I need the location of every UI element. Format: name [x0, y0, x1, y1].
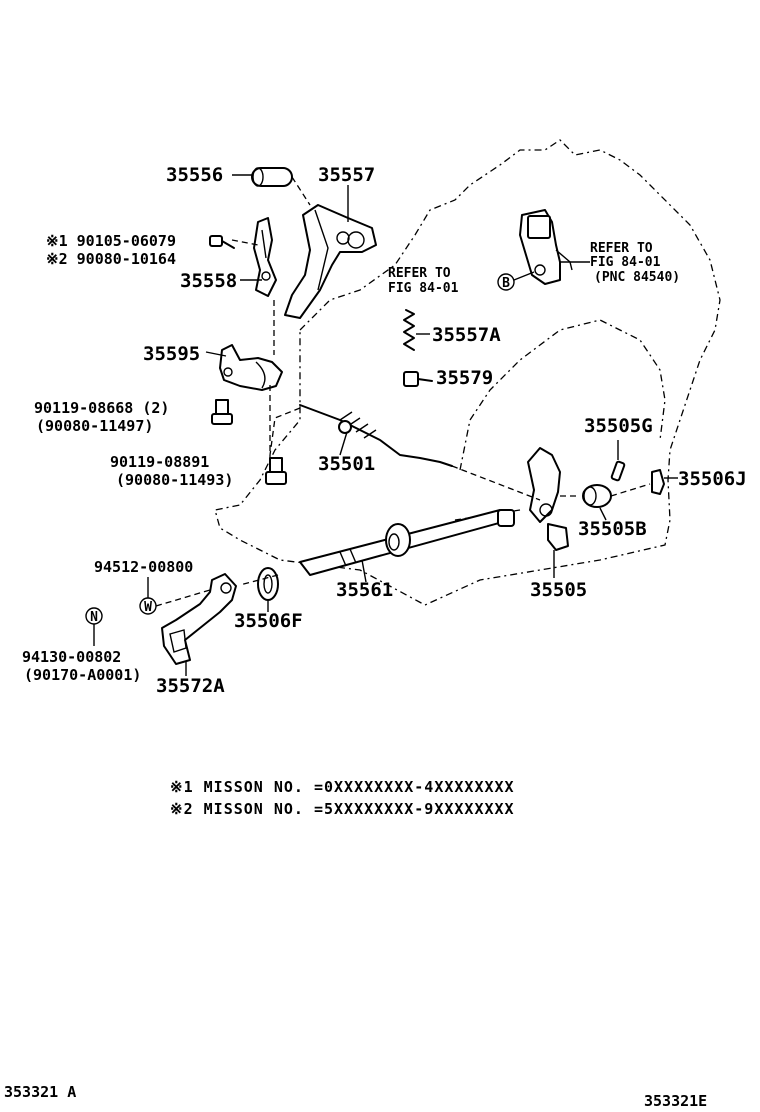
label-refer-top-3: (PNC 84540) — [594, 270, 680, 285]
label-35506F: 35506F — [234, 610, 303, 632]
part-90119-08668-bolt[interactable] — [211, 399, 233, 425]
svg-text:W: W — [144, 600, 152, 615]
part-35558-plate[interactable] — [253, 217, 277, 297]
label-94512-00800: 94512-00800 — [94, 558, 193, 576]
label-35557: 35557 — [318, 164, 375, 186]
label-35506J: 35506J — [678, 468, 747, 490]
label-35505: 35505 — [530, 579, 587, 601]
note-misson-2: ※2 MISSON NO. =5XXXXXXXX-9XXXXXXXX — [170, 800, 515, 818]
label-35595: 35595 — [143, 343, 200, 365]
part-35557A-spring[interactable] — [403, 309, 415, 351]
part-35561-shaft[interactable] — [299, 509, 515, 576]
svg-text:N: N — [90, 610, 98, 625]
connector-line — [239, 574, 279, 586]
label-35505G: 35505G — [584, 415, 653, 437]
label-35572A: 35572A — [156, 675, 225, 697]
marker-n: N — [85, 607, 103, 625]
label-90119-08668: 90119-08668 (2) — [34, 399, 169, 417]
label-35558: 35558 — [180, 270, 237, 292]
svg-text:B: B — [502, 276, 510, 291]
part-35501-rod[interactable] — [299, 404, 453, 467]
label-90119-08891: 90119-08891 — [110, 453, 209, 471]
marker-w: W — [139, 597, 157, 615]
part-90105-bolt[interactable] — [209, 235, 235, 249]
label-90080-11493: (90080-11493) — [116, 471, 233, 489]
label-35556: 35556 — [166, 164, 223, 186]
part-35556-pin[interactable] — [251, 167, 293, 187]
label-refer-top-1: REFER TO — [590, 241, 653, 256]
marker-b: B — [497, 273, 515, 291]
note-misson-1: ※1 MISSON NO. =0XXXXXXXX-4XXXXXXXX — [170, 778, 515, 796]
connector-line — [610, 483, 651, 497]
connector-line — [291, 176, 311, 206]
label-refer-b-1: REFER TO — [388, 266, 451, 281]
part-35505-manual-valve-lever[interactable] — [527, 447, 569, 551]
label-90170-A0001: (90170-A0001) — [24, 666, 141, 684]
part-35506J-clip[interactable] — [651, 469, 665, 495]
label-94130-00802: 94130-00802 — [22, 648, 121, 666]
part-90119-08891-bolt[interactable] — [265, 457, 287, 485]
connector-line — [231, 239, 259, 246]
part-35557-lever[interactable] — [284, 204, 377, 319]
part-35506F-oil-seal[interactable] — [257, 567, 279, 601]
label-refer-top-2: FIG 84-01 — [590, 255, 661, 270]
label-35561: 35561 — [336, 579, 393, 601]
footer-right-code: 353321E — [644, 1092, 707, 1110]
part-35579-bolt[interactable] — [403, 371, 433, 387]
label-35579: 35579 — [436, 367, 493, 389]
part-35505G-pin[interactable] — [610, 460, 626, 482]
label-90080-10164: ※2 90080-10164 — [46, 250, 176, 268]
label-35557A: 35557A — [432, 324, 501, 346]
footer-left-code: 353321 A — [4, 1083, 76, 1101]
connector-line — [269, 407, 301, 456]
label-90105-06079: ※1 90105-06079 — [46, 232, 176, 250]
part-35595-bracket[interactable] — [219, 344, 283, 391]
connector-line — [451, 465, 541, 501]
label-35505B: 35505B — [578, 518, 647, 540]
label-35501: 35501 — [318, 453, 375, 475]
neutral-start-switch[interactable] — [519, 209, 573, 285]
label-90080-11497: (90080-11497) — [36, 417, 153, 435]
part-35505B-collar[interactable] — [582, 484, 612, 508]
bell-housing-outline — [459, 319, 666, 471]
label-refer-b-2: FIG 84-01 — [388, 281, 459, 296]
part-35572A-control-lever[interactable] — [161, 573, 237, 665]
